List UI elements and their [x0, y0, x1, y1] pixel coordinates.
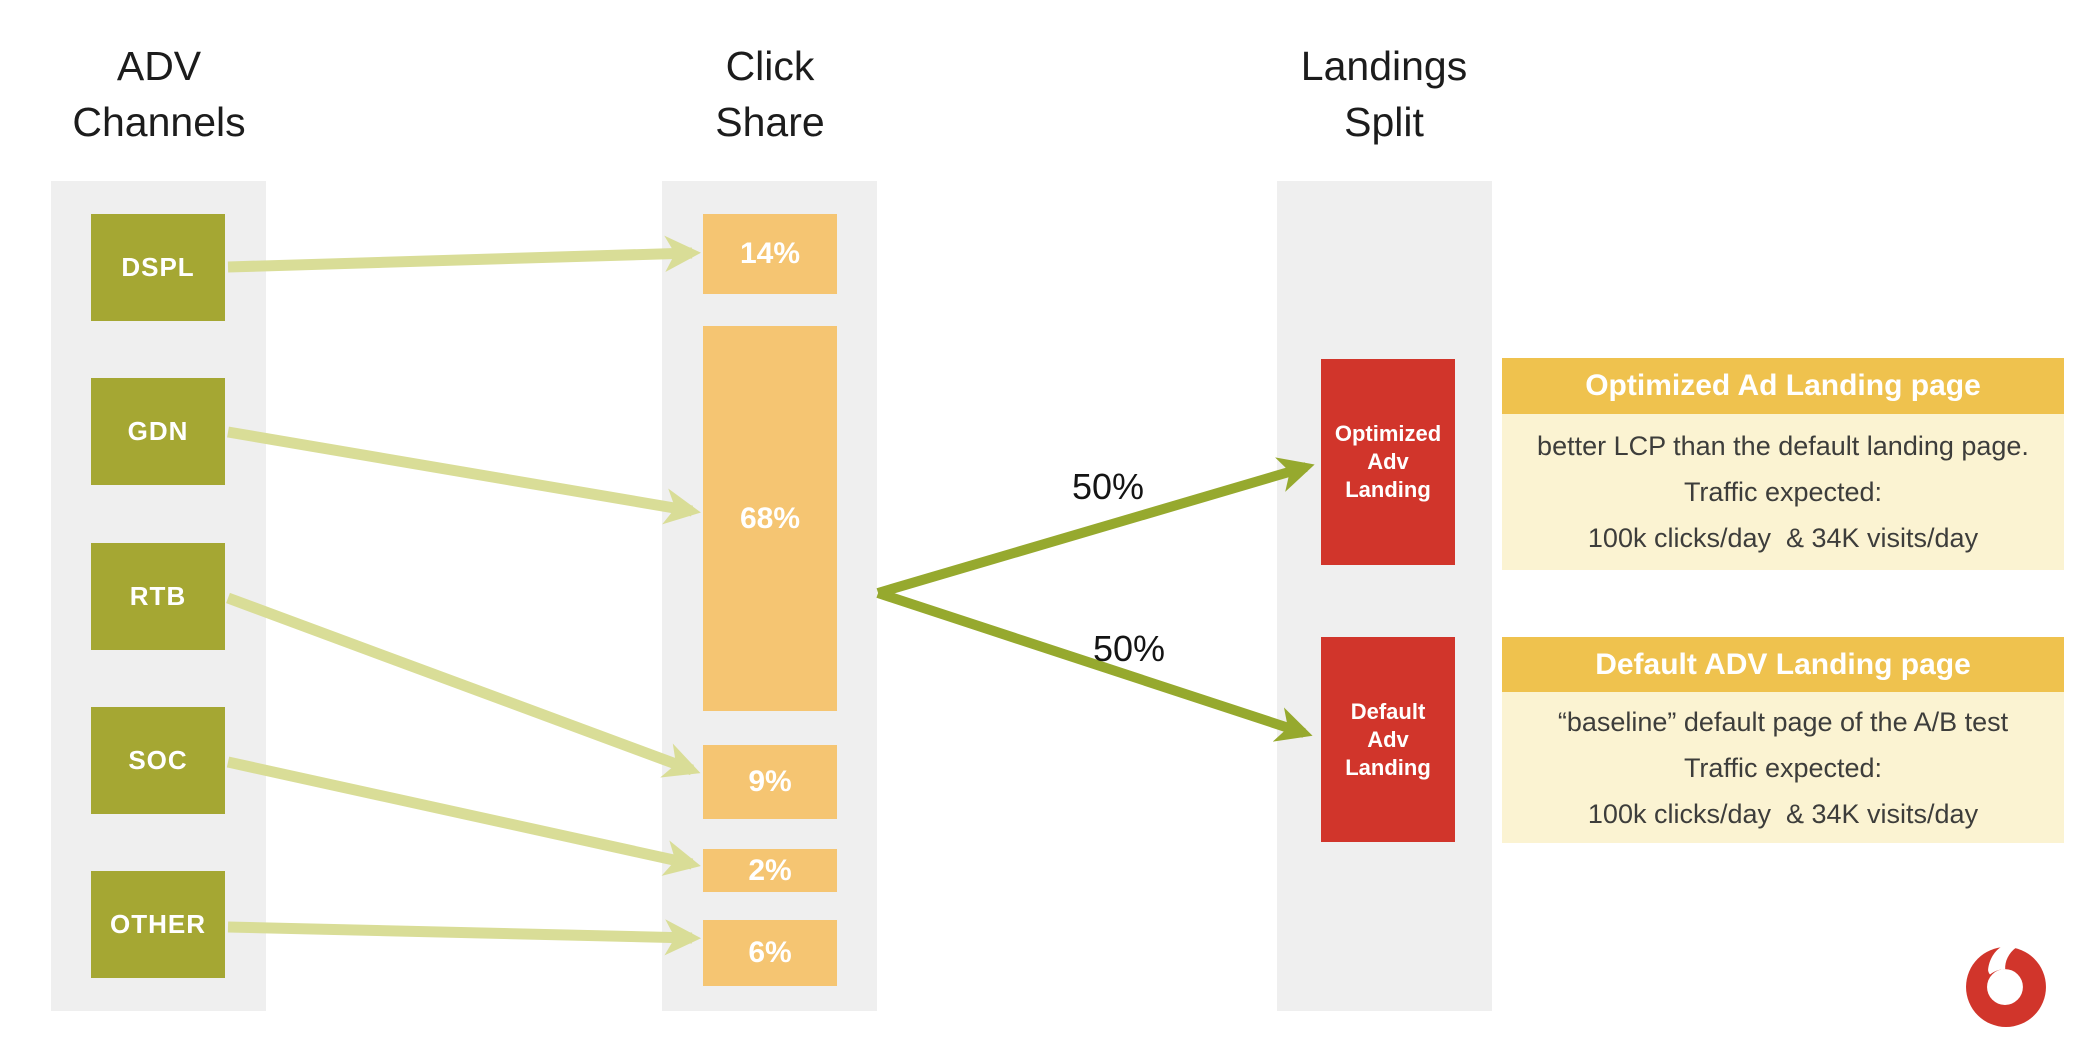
landing-box-optimized: Optimized Adv Landing: [1321, 359, 1455, 565]
header-adv-channels: ADV Channels: [72, 43, 246, 145]
split-label-default: 50%: [1092, 628, 1166, 669]
panel-default: Default ADV Landing page “baseline” defa…: [1502, 637, 2064, 843]
split-label-optimized: 50%: [1071, 466, 1145, 507]
header-click-share: Click Share: [715, 43, 825, 145]
share-box-6pct: 6%: [703, 920, 837, 986]
arrow-rtb-to-9pct: [226, 592, 701, 778]
channel-box-rtb: RTB: [91, 543, 225, 650]
arrow-dspl-to-14pct: [227, 235, 702, 273]
panel-line: Traffic expected:: [1683, 752, 1883, 783]
share-box-14pct: 14%: [703, 214, 837, 294]
channel-box-other: OTHER: [91, 871, 225, 978]
channel-box-gdn: GDN: [91, 378, 225, 485]
panel-line: “baseline” default page of the A/B test: [1557, 706, 2009, 737]
share-box-68pct: 68%: [703, 326, 837, 711]
share-box-9pct: 9%: [703, 745, 837, 819]
arrow-other-to-6pct: [227, 919, 702, 956]
column-landings-split-bg: [1277, 181, 1492, 1011]
panel-default-body: “baseline” default page of the A/B test …: [1502, 692, 2064, 843]
channel-box-dspl: DSPL: [91, 214, 225, 321]
arrow-gdn-to-68pct: [227, 426, 701, 525]
panel-line: 100k clicks/day & 34K visits/day: [1587, 798, 1979, 829]
arrow-split-to-default: [876, 588, 1313, 742]
panel-line: Traffic expected:: [1683, 477, 1883, 507]
header-landings-split: Landings Split: [1300, 43, 1468, 145]
panel-default-title: Default ADV Landing page: [1502, 637, 2064, 692]
panel-optimized-body: better LCP than the default landing page…: [1502, 414, 2064, 570]
panel-line: better LCP than the default landing page…: [1537, 431, 2029, 461]
vodafone-speechmark-icon: [1966, 946, 2046, 1027]
channel-box-soc: SOC: [91, 707, 225, 814]
landing-box-default: Default Adv Landing: [1321, 637, 1455, 842]
arrow-soc-to-2pct: [226, 756, 701, 876]
panel-line: 100k clicks/day & 34K visits/day: [1587, 523, 1979, 553]
share-box-2pct: 2%: [703, 849, 837, 892]
panel-optimized-title: Optimized Ad Landing page: [1502, 358, 2064, 414]
panel-optimized: Optimized Ad Landing page better LCP tha…: [1502, 358, 2064, 570]
